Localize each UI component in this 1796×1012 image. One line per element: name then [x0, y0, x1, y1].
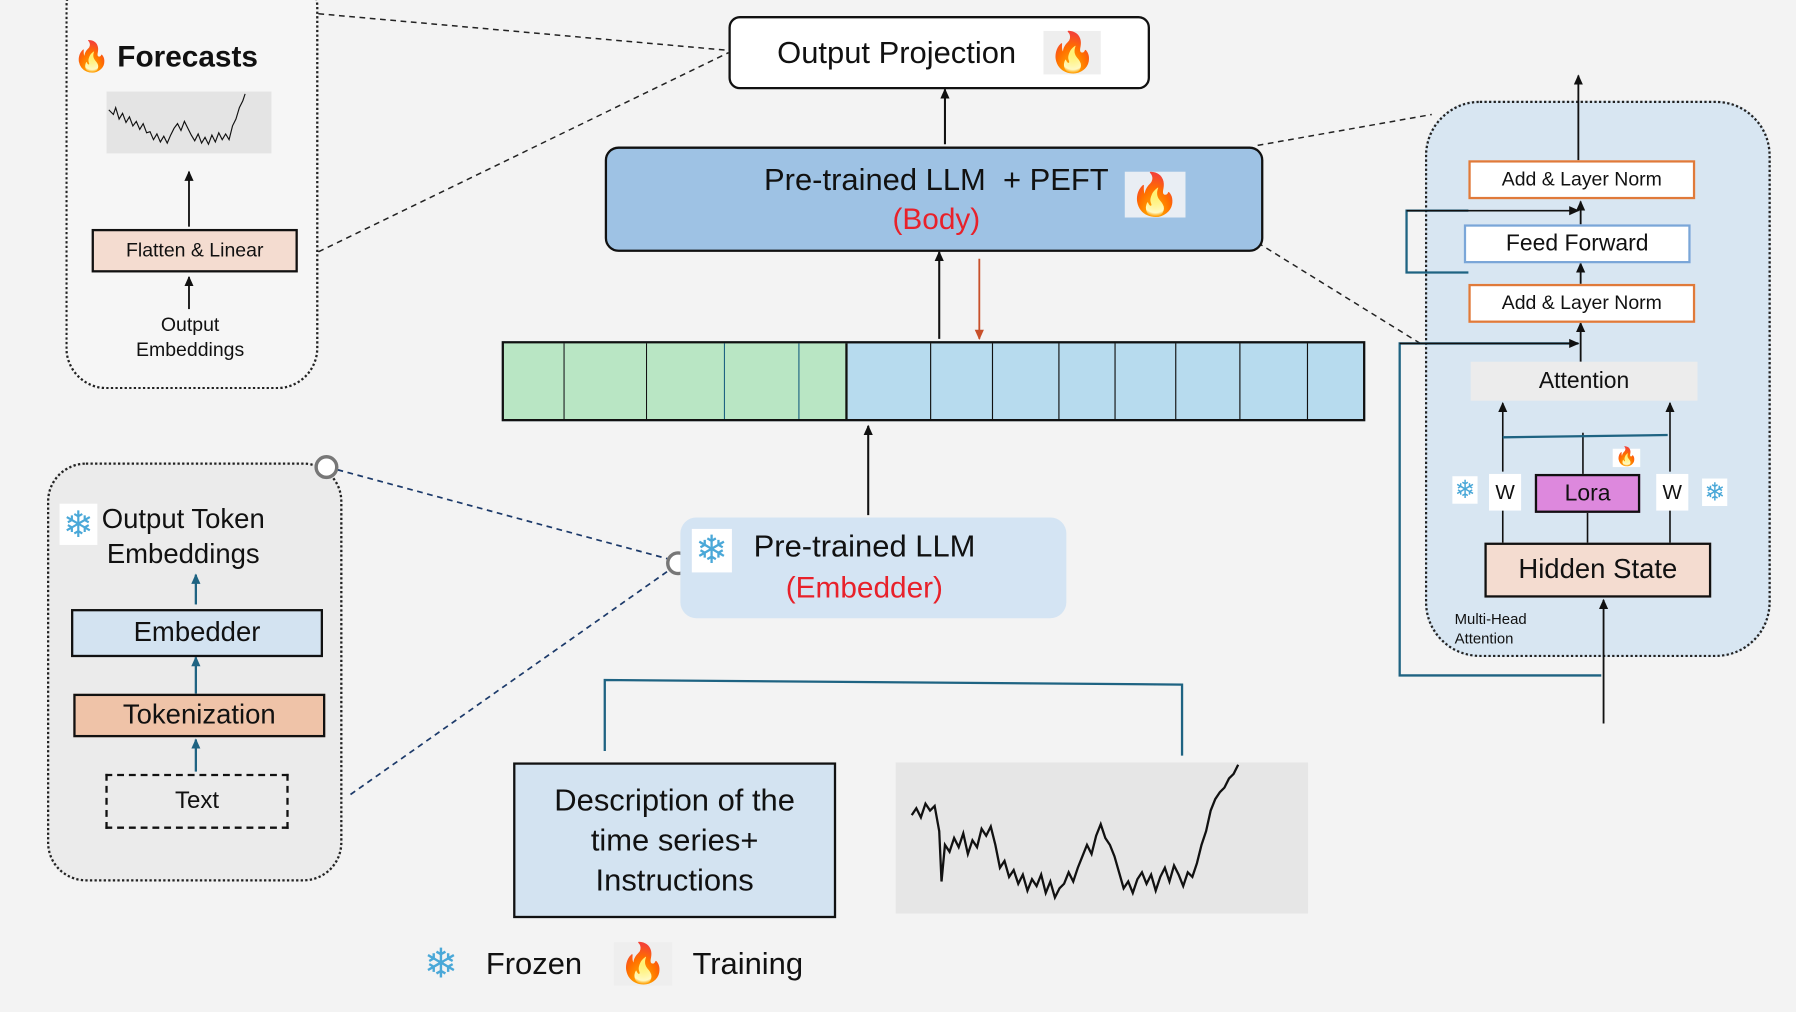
- output-token-embeddings-label: Output Token Embeddings: [101, 503, 265, 571]
- prompt-token: [647, 343, 726, 419]
- add-layer-norm-bottom: Add & Layer Norm: [1468, 283, 1696, 323]
- legend-training-label: Training: [692, 946, 804, 981]
- prompt-token: [564, 343, 648, 419]
- embedder-box: Embedder: [71, 609, 324, 658]
- prompt-token: [725, 343, 800, 419]
- output-projection-box: Output Projection 🔥: [728, 16, 1150, 90]
- prompt-token: [503, 343, 565, 419]
- series-token: [848, 343, 932, 419]
- prompt-token: [799, 343, 848, 419]
- add-layer-norm-top-label: Add & Layer Norm: [1501, 168, 1662, 191]
- series-token: [1176, 343, 1241, 419]
- callout-transformer: [1257, 113, 1432, 345]
- forecasts-panel: [65, 0, 319, 390]
- callout-forecasts: [318, 12, 729, 253]
- snowflake-icon: ❄: [423, 939, 459, 987]
- forecasts-title-row: 🔥 Forecasts: [73, 37, 302, 76]
- series-token: [1240, 343, 1309, 419]
- flame-icon: 🔥: [73, 38, 111, 74]
- tokenization-box: Tokenization: [73, 693, 326, 738]
- legend-frozen-label: Frozen: [485, 946, 583, 981]
- llm-body-label: Pre-trained LLM + PEFT: [764, 161, 1109, 197]
- lora-box: Lora: [1534, 473, 1641, 513]
- hidden-state-label: Hidden State: [1518, 554, 1678, 585]
- w-right-label: W: [1662, 480, 1683, 504]
- w-right-box: W: [1656, 473, 1689, 511]
- w-left-box: W: [1489, 473, 1522, 511]
- llm-embedder-sublabel: (Embedder): [785, 570, 943, 605]
- flame-icon: 🔥: [614, 942, 672, 986]
- tokenization-label: Tokenization: [122, 699, 276, 731]
- lora-label: Lora: [1564, 480, 1611, 506]
- flame-icon: 🔥: [1124, 171, 1186, 218]
- llm-body-box: Pre-trained LLM + PEFT (Body) 🔥: [604, 146, 1264, 252]
- token-strip: [501, 341, 1366, 422]
- series-token: [993, 343, 1060, 419]
- text-box: Text: [105, 773, 289, 829]
- add-layer-norm-top: Add & Layer Norm: [1468, 160, 1696, 200]
- output-embeddings-label: Output Embeddings: [135, 313, 245, 361]
- multi-head-attention-caption: Multi-Head Attention: [1454, 610, 1527, 647]
- llm-embedder-label: Pre-trained LLM: [753, 528, 976, 564]
- feed-forward-box: Feed Forward: [1463, 224, 1691, 264]
- snowflake-icon: ❄: [59, 503, 98, 545]
- output-token-embeddings-row: ❄ Output Token Embeddings: [59, 501, 335, 574]
- flatten-linear-box: Flatten & Linear: [91, 228, 298, 273]
- w-left-label: W: [1495, 480, 1515, 504]
- input-bracket: [603, 678, 1184, 756]
- output-projection-label: Output Projection: [777, 34, 1017, 70]
- series-token: [931, 343, 994, 419]
- llm-body-sublabel: (Body): [892, 200, 981, 236]
- forecasts-title: Forecasts: [117, 38, 258, 73]
- flame-icon: 🔥: [1043, 30, 1102, 75]
- callout-embedder: [327, 466, 677, 796]
- snowflake-icon: ❄: [1452, 476, 1479, 504]
- hidden-state-box: Hidden State: [1484, 542, 1712, 598]
- embedder-label: Embedder: [133, 617, 261, 648]
- series-token: [1308, 343, 1363, 419]
- attention-label: Attention: [1538, 368, 1630, 394]
- text-label: Text: [174, 787, 220, 814]
- snowflake-icon: ❄: [1702, 478, 1728, 507]
- legend: ❄ Frozen 🔥 Training: [424, 936, 836, 991]
- attention-box: Attention: [1470, 361, 1698, 401]
- series-token: [1116, 343, 1177, 419]
- time-series-plot: [895, 762, 1309, 914]
- forecast-sparkline: [106, 91, 272, 154]
- description-box: Description of the time series+ Instruct…: [513, 762, 837, 919]
- flatten-linear-label: Flatten & Linear: [125, 239, 264, 262]
- flame-icon: 🔥: [1612, 448, 1641, 468]
- llm-embedder-box: ❄ Pre-trained LLM (Embedder): [680, 517, 1067, 619]
- description-label: Description of the time series+ Instruct…: [554, 782, 795, 897]
- feed-forward-label: Feed Forward: [1505, 230, 1649, 256]
- series-token: [1059, 343, 1116, 419]
- add-layer-norm-bottom-label: Add & Layer Norm: [1501, 291, 1662, 314]
- snowflake-icon: ❄: [691, 528, 732, 573]
